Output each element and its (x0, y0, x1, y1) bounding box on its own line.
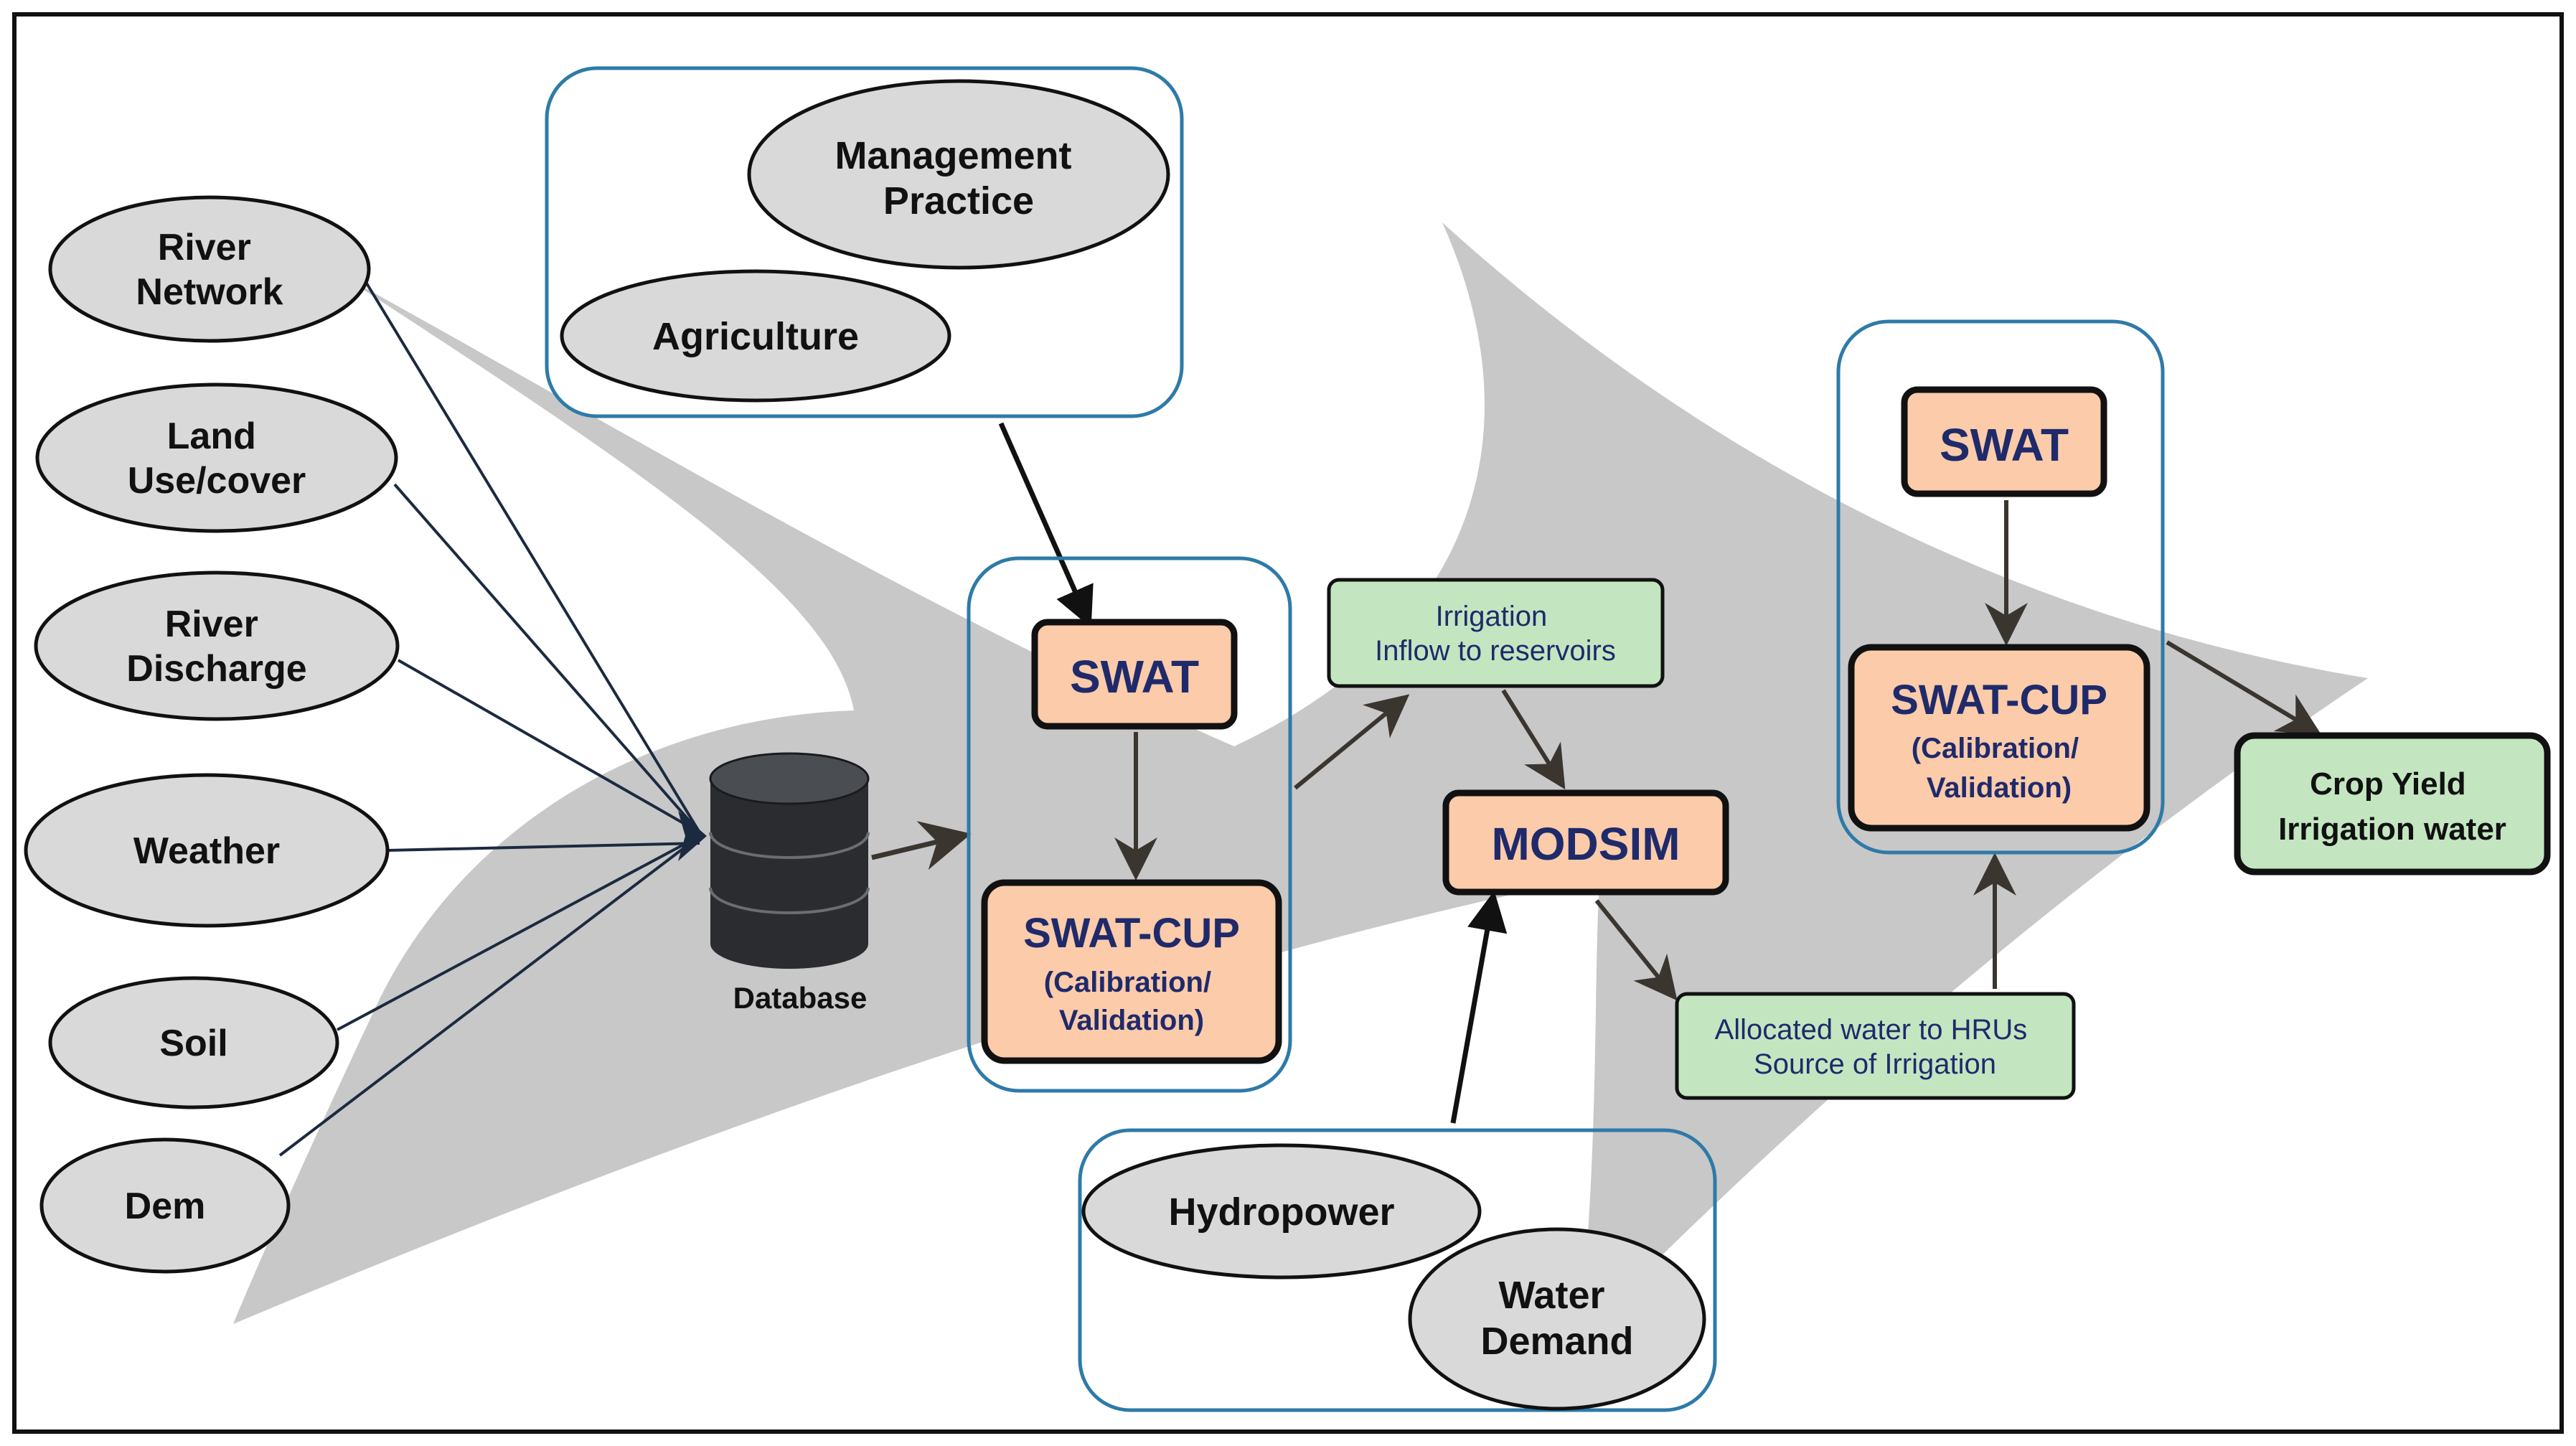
irrigation-line1: Irrigation (1436, 601, 1548, 632)
demand-group-box (1078, 1128, 1717, 1412)
swat-label-1: SWAT (1070, 651, 1199, 703)
input-soil: Soil (48, 976, 339, 1109)
svg-text:Agriculture: Agriculture (652, 315, 859, 358)
connector-soil (337, 835, 700, 1031)
model-group-1-box (967, 556, 1292, 1093)
database-label: Database (733, 981, 868, 1015)
swat-cup-label-2: SWAT-CUP (1891, 677, 2107, 723)
allocated-line2: Source of Irrigation (1754, 1048, 1996, 1080)
swat-box-2 (1901, 386, 2107, 497)
irrigation-line2: Inflow to reservoirs (1375, 635, 1616, 667)
arrow-model-to-irrigation (1294, 694, 1410, 790)
land-use-line1: Land (167, 416, 256, 457)
swat-cup-sub-2-line2: Validation) (1927, 772, 2072, 804)
database-icon (709, 752, 870, 969)
swat-box-1 (1031, 619, 1238, 730)
allocated-box (1675, 992, 2076, 1100)
svg-text:Land Use/cover: Land Use/cover (128, 416, 306, 502)
water-demand-line1: Water (1498, 1274, 1604, 1317)
allocated-text: Allocated water to HRUs Source of Irriga… (1715, 1014, 2036, 1080)
irrigation-text: Irrigation Inflow to reservoirs (1375, 601, 1616, 667)
swat-cup-sub-2: (Calibration/ Validation) (1912, 733, 2087, 804)
output-box (2234, 732, 2551, 875)
swat-cup-box-1 (981, 879, 1282, 1064)
connector-land-use (393, 483, 701, 834)
hydropower-ellipse: Hydropower (1081, 1143, 1482, 1280)
irrigation-box (1327, 578, 1665, 688)
svg-text:River Discharge: River Discharge (126, 604, 306, 690)
svg-text:Management Practice: Management Practice (835, 134, 1082, 222)
arrow-management-to-swat (998, 422, 1094, 628)
management-practice-line1: Management (835, 134, 1071, 177)
swat-cup-label-1: SWAT-CUP (1023, 910, 1240, 957)
svg-text:Dem: Dem (125, 1186, 206, 1227)
input-river-network: River Network (48, 195, 371, 343)
river-network-line2: Network (136, 271, 283, 313)
modsim-label: MODSIM (1491, 818, 1680, 870)
svg-text:Weather: Weather (133, 830, 280, 872)
output-text: Crop Yield Irrigation water (2278, 766, 2506, 847)
connector-weather (387, 842, 700, 852)
arrow-modsim-to-allocated (1594, 899, 1678, 1001)
input-weather: Weather (24, 773, 390, 928)
river-network-line1: River (158, 227, 251, 268)
modsim-box (1442, 789, 1729, 896)
svg-text:River Network: River Network (136, 227, 283, 313)
swat-cup-box-2 (1848, 644, 2150, 832)
connector-river-network (361, 275, 701, 834)
arrow-database-to-model (871, 821, 972, 870)
swat-cup-sub-2-line1: (Calibration/ (1912, 733, 2079, 764)
model-group-2-box (1836, 319, 2165, 855)
management-practice-ellipse: Management Practice (747, 79, 1170, 270)
svg-text:Water Demand: Water Demand (1480, 1274, 1633, 1363)
swat-cup-sub-1: (Calibration/ Validation) (1044, 967, 1219, 1036)
weather-label: Weather (133, 830, 280, 872)
arrow-demand-to-modsim (1450, 891, 1508, 1124)
river-discharge-line2: Discharge (126, 648, 306, 690)
input-river-discharge: River Discharge (34, 571, 400, 721)
input-connectors (278, 275, 701, 1157)
input-dem: Dem (39, 1137, 291, 1274)
allocated-line1: Allocated water to HRUs (1715, 1014, 2028, 1046)
output-line1: Crop Yield (2310, 766, 2466, 802)
agriculture-ellipse: Agriculture (560, 269, 951, 403)
swat-cup-sub-1-line1: (Calibration/ (1044, 967, 1211, 998)
input-land-use: Land Use/cover (35, 382, 398, 533)
connector-river-discharge (398, 659, 700, 834)
arrow-irrigation-to-modsim (1501, 689, 1566, 790)
agriculture-label: Agriculture (652, 315, 859, 358)
river-discharge-line1: River (165, 604, 258, 645)
swat-label-2: SWAT (1940, 419, 2069, 471)
svg-text:Hydropower: Hydropower (1168, 1191, 1394, 1234)
svg-text:Soil: Soil (159, 1023, 227, 1064)
output-line2: Irrigation water (2278, 812, 2506, 847)
water-demand-line2: Demand (1480, 1320, 1633, 1363)
hydropower-label: Hydropower (1168, 1191, 1394, 1234)
land-use-line2: Use/cover (128, 460, 306, 502)
swat-cup-sub-1-line2: Validation) (1059, 1005, 1204, 1036)
dem-label: Dem (125, 1186, 206, 1227)
database-input-arrowhead (678, 811, 707, 861)
arrow-model2-to-output (2166, 640, 2322, 736)
connector-dem (278, 835, 701, 1157)
water-demand-ellipse: Water Demand (1408, 1227, 1706, 1411)
management-practice-line2: Practice (883, 179, 1034, 222)
soil-label: Soil (159, 1023, 227, 1064)
